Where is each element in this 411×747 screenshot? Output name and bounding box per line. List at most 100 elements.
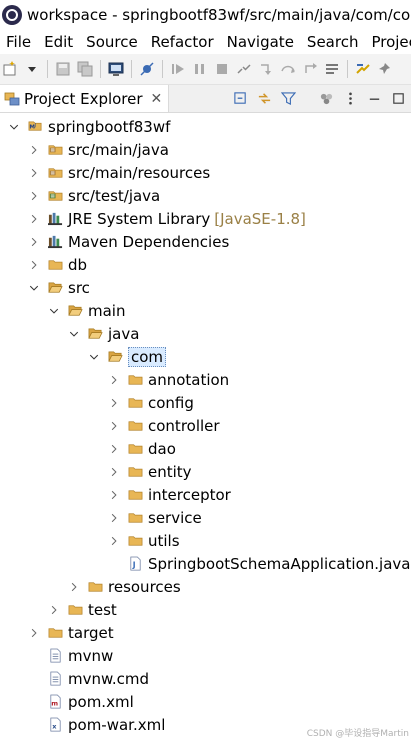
resume-icon[interactable] — [168, 59, 188, 79]
suspend-icon[interactable] — [190, 59, 210, 79]
tree-item[interactable]: config — [0, 391, 411, 414]
folder-icon — [126, 395, 144, 411]
open-task-icon[interactable] — [353, 59, 373, 79]
menu-item-projec[interactable]: Projec — [371, 33, 411, 51]
focus-icon[interactable] — [317, 89, 335, 107]
step-over-icon[interactable] — [278, 59, 298, 79]
tree-item[interactable]: target — [0, 621, 411, 644]
tree-item[interactable]: src/test/java — [0, 184, 411, 207]
chevron-right-icon[interactable] — [108, 535, 120, 547]
text-file-icon — [46, 671, 64, 687]
tree-item[interactable]: src — [0, 276, 411, 299]
tree-item-label: controller — [148, 416, 220, 435]
chevron-right-icon[interactable] — [108, 512, 120, 524]
tree-item[interactable]: src/main/resources — [0, 161, 411, 184]
menu-item-search[interactable]: Search — [306, 33, 359, 51]
step-return-icon[interactable] — [300, 59, 320, 79]
view-menu-icon[interactable] — [341, 89, 359, 107]
tree-item[interactable]: entity — [0, 460, 411, 483]
tree-item[interactable]: main — [0, 299, 411, 322]
collapse-all-icon[interactable] — [231, 89, 249, 107]
pin-icon[interactable] — [375, 59, 395, 79]
chevron-right-icon[interactable] — [28, 259, 40, 271]
tree-item[interactable]: com — [0, 345, 411, 368]
maximize-icon[interactable] — [389, 89, 407, 107]
menu-item-edit[interactable]: Edit — [44, 33, 74, 51]
disconnect-icon[interactable] — [234, 59, 254, 79]
chevron-right-icon[interactable] — [108, 466, 120, 478]
menu-item-file[interactable]: File — [6, 33, 32, 51]
dropdown-arrow-icon[interactable] — [22, 59, 42, 79]
tree-item-label: service — [148, 508, 202, 527]
folder-icon — [126, 464, 144, 480]
toolbar-separator — [162, 60, 163, 78]
svg-text:J: J — [33, 123, 35, 129]
step-into-icon[interactable] — [256, 59, 276, 79]
terminate-icon[interactable] — [212, 59, 232, 79]
save-all-icon[interactable] — [75, 59, 95, 79]
tree-item[interactable]: test — [0, 598, 411, 621]
tree-item[interactable]: annotation — [0, 368, 411, 391]
tree-item[interactable]: src/main/java — [0, 138, 411, 161]
tree-item-label: src/main/java — [68, 140, 169, 159]
watermark: CSDN @毕设指导Martin — [306, 729, 409, 739]
chevron-right-icon[interactable] — [108, 443, 120, 455]
chevron-right-icon[interactable] — [28, 236, 40, 248]
chevron-right-icon[interactable] — [48, 604, 60, 616]
chevron-right-icon[interactable] — [28, 190, 40, 202]
chevron-right-icon[interactable] — [28, 167, 40, 179]
chevron-right-icon[interactable] — [108, 420, 120, 432]
tree-item[interactable]: mvnw.cmd — [0, 667, 411, 690]
menu-item-source[interactable]: Source — [86, 33, 138, 51]
chevron-right-icon[interactable] — [68, 581, 80, 593]
minimize-icon[interactable] — [365, 89, 383, 107]
chevron-down-icon[interactable] — [68, 328, 80, 340]
link-editor-icon[interactable] — [255, 89, 273, 107]
toggle-mark-icon[interactable] — [322, 59, 342, 79]
folder-icon — [86, 579, 104, 595]
tree-item[interactable]: controller — [0, 414, 411, 437]
tree-item[interactable]: service — [0, 506, 411, 529]
tree-item-label: target — [68, 623, 114, 642]
skip-breakpoints-icon[interactable] — [137, 59, 157, 79]
tree-item[interactable]: utils — [0, 529, 411, 552]
save-icon[interactable] — [53, 59, 73, 79]
tree-item-label: src/main/resources — [68, 163, 211, 182]
chevron-right-icon[interactable] — [108, 397, 120, 409]
chevron-right-icon[interactable] — [28, 213, 40, 225]
folder-icon — [46, 257, 64, 273]
folder-icon — [126, 441, 144, 457]
close-view-icon[interactable]: ✕ — [150, 90, 163, 107]
filter-icon[interactable] — [279, 89, 297, 107]
chevron-right-icon[interactable] — [108, 374, 120, 386]
folder-icon — [46, 625, 64, 641]
chevron-down-icon[interactable] — [8, 121, 20, 133]
folder-icon — [66, 602, 84, 618]
new-wizard-icon[interactable] — [0, 59, 20, 79]
tree-item[interactable]: interceptor — [0, 483, 411, 506]
chevron-right-icon[interactable] — [108, 489, 120, 501]
tree-item[interactable]: mvnw — [0, 644, 411, 667]
tree-item[interactable]: resources — [0, 575, 411, 598]
tree-item[interactable]: dao — [0, 437, 411, 460]
chevron-right-icon[interactable] — [28, 627, 40, 639]
chevron-down-icon[interactable] — [88, 351, 100, 363]
tree-item[interactable]: java — [0, 322, 411, 345]
terminal-icon[interactable] — [106, 59, 126, 79]
tree-item[interactable]: Maven Dependencies — [0, 230, 411, 253]
menu-item-navigate[interactable]: Navigate — [226, 33, 294, 51]
chevron-right-icon[interactable] — [28, 144, 40, 156]
chevron-down-icon[interactable] — [28, 282, 40, 294]
menu-item-refactor[interactable]: Refactor — [150, 33, 214, 51]
tree-item[interactable]: JRE System Library[JavaSE-1.8] — [0, 207, 411, 230]
tree-item-label: pom-war.xml — [68, 715, 166, 734]
chevron-down-icon[interactable] — [48, 305, 60, 317]
tree-item[interactable]: db — [0, 253, 411, 276]
tab-project-explorer[interactable]: Project Explorer ✕ — [0, 85, 170, 112]
svg-text:M: M — [29, 124, 35, 130]
